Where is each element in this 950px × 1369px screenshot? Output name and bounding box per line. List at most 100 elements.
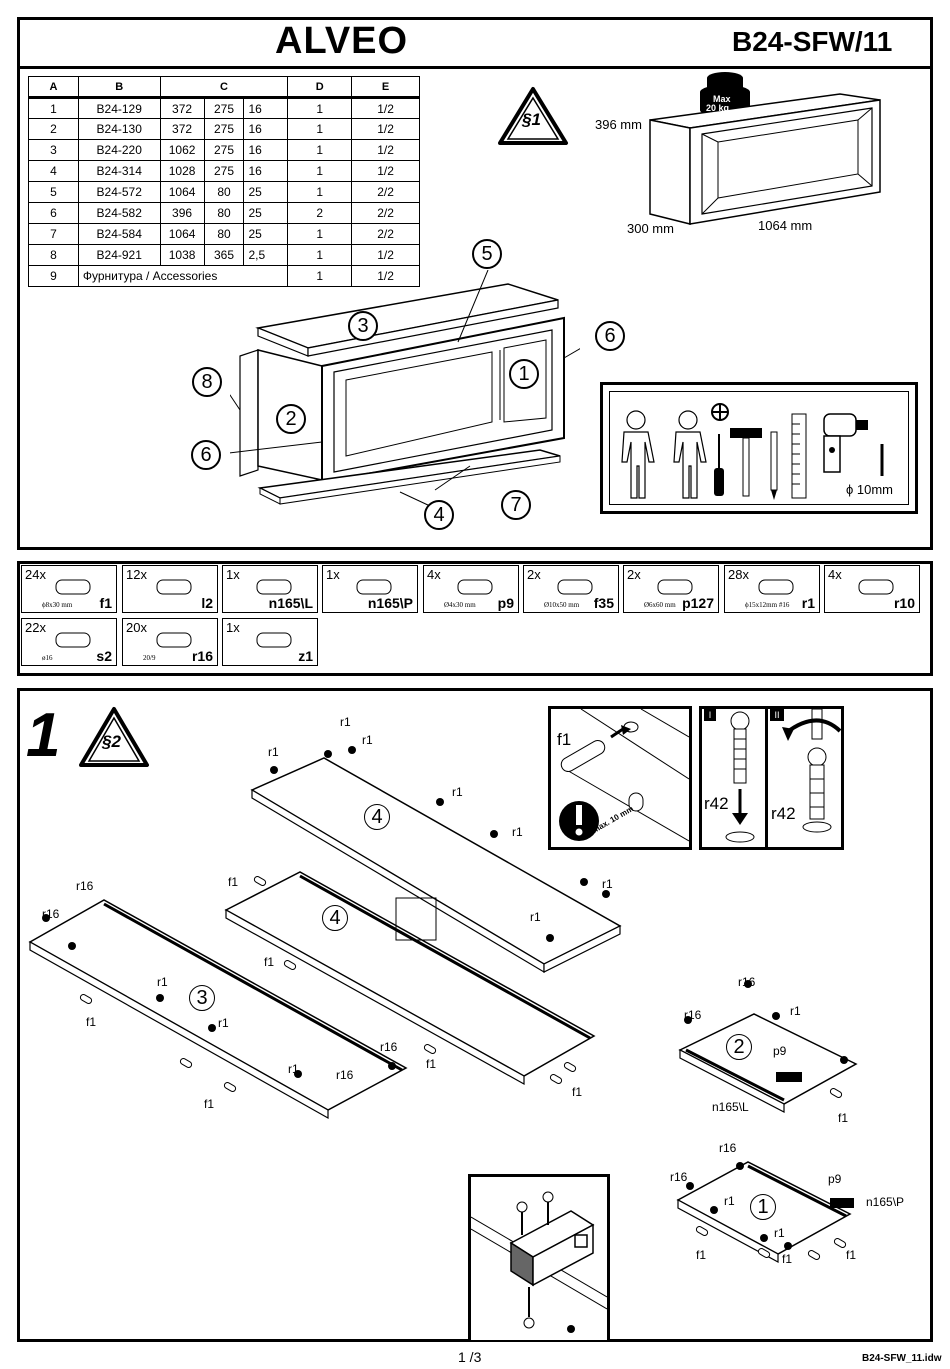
cell: 1/2 [351, 118, 420, 140]
accessory-code: l2 [201, 595, 213, 611]
cell: 1 [287, 223, 353, 245]
header-divider [17, 66, 933, 69]
cell: 1 [287, 181, 353, 203]
cell: 1 [287, 160, 353, 182]
max-load-line1: Max [713, 94, 731, 104]
cam-inset-divider [765, 706, 768, 850]
step-number: 1 [26, 701, 61, 770]
hardware-label-r16: r16 [670, 1170, 688, 1184]
cell: 7 [28, 223, 79, 245]
accessory-code: r1 [801, 595, 815, 611]
cell: 2 [287, 202, 353, 224]
accessory-code: n165\L [268, 595, 313, 611]
dimension-depth: 300 mm [627, 221, 674, 236]
callout-6: 6 [595, 321, 625, 351]
cell: Фурнитура / Accessories [77, 265, 289, 287]
callout-8: 8 [192, 367, 222, 397]
hardware-label-r16: r16 [719, 1141, 737, 1155]
hardware-label-f1: f1 [426, 1057, 437, 1071]
accessory-code: p9 [497, 595, 514, 611]
cell: 9 [28, 265, 79, 287]
drill-icon [823, 413, 868, 473]
cell: 1064 [159, 181, 205, 203]
dimension-height: 396 mm [595, 117, 642, 132]
warning-section: §1 [522, 110, 541, 129]
cell: B24-314 [77, 160, 161, 182]
panel-label-3: 3 [189, 985, 215, 1011]
hardware-label-n165p: n165\P [866, 1195, 905, 1209]
table-header-row: A B C D E [28, 76, 420, 99]
hardware-label-r16: r16 [684, 1008, 702, 1022]
accessory-code: z1 [298, 648, 313, 664]
cell: 396 [159, 202, 205, 224]
cell: 80 [203, 223, 245, 245]
cell: 372 [159, 118, 205, 140]
person-icon [673, 410, 707, 499]
hardware-label-r1: r1 [218, 1016, 229, 1030]
cell: 275 [203, 160, 245, 182]
page-title: ALVEO [275, 20, 409, 62]
panel-label-4-middle: 4 [322, 905, 348, 931]
cell: 25 [243, 202, 289, 224]
callout-5: 5 [472, 239, 502, 269]
accessory-icon [657, 579, 693, 595]
inset-roman-1: I [704, 709, 716, 721]
hardware-label-p9: p9 [773, 1044, 787, 1058]
hardware-label-r16: r16 [380, 1040, 398, 1054]
step-section: §2 [102, 732, 121, 751]
accessory-qty: 1x [326, 567, 340, 582]
callout-3: 3 [348, 311, 378, 341]
cell: 16 [243, 160, 289, 182]
hardware-label-f1: f1 [838, 1111, 849, 1125]
cell: 1028 [159, 160, 205, 182]
cell: 1 [287, 139, 353, 161]
cell: 1062 [159, 139, 205, 161]
hardware-label-r1: r1 [362, 733, 373, 747]
accessory-icon [457, 579, 493, 595]
accessory-icon [156, 579, 192, 595]
cell: 6 [28, 202, 79, 224]
cell: 275 [203, 97, 245, 119]
header-a: A [28, 76, 79, 99]
cell: 1 [287, 97, 353, 119]
accessory-icon [156, 632, 192, 648]
panels-drawing [28, 746, 858, 1264]
tools-box [600, 382, 918, 514]
page-number: 1 /3 [458, 1349, 482, 1365]
cell: 1 [28, 97, 79, 119]
cell: 16 [243, 97, 289, 119]
header-d: D [287, 76, 353, 99]
accessory-code: f1 [99, 595, 112, 611]
hardware-label-f1: f1 [572, 1085, 583, 1099]
accessory-qty: 1x [226, 620, 240, 635]
drill-size-label: ϕ 10mm [846, 482, 894, 497]
callout-2: 2 [276, 404, 306, 434]
inset-r42-label: r42 [704, 794, 729, 813]
cell: 1/2 [351, 244, 420, 266]
p9-detail-drawing [471, 1191, 607, 1333]
cell: B24-582 [77, 202, 161, 224]
hardware-label-f1: f1 [86, 1015, 97, 1029]
accessory-icon [55, 579, 91, 595]
product-code: B24-SFW/11 [732, 26, 893, 57]
hardware-label-r1: r1 [724, 1194, 735, 1208]
cell: 275 [203, 139, 245, 161]
accessory-size: Ø6x60 mm [644, 601, 676, 609]
accessory-size: ø16 [42, 654, 53, 662]
cell: 1/2 [351, 160, 420, 182]
callout-4: 4 [424, 500, 454, 530]
hammer-icon [730, 428, 762, 497]
accessory-code: r10 [893, 595, 915, 611]
cell: 275 [203, 118, 245, 140]
cell: 16 [243, 118, 289, 140]
dimension-width: 1064 mm [758, 218, 813, 233]
accessory-code: f35 [593, 595, 614, 611]
